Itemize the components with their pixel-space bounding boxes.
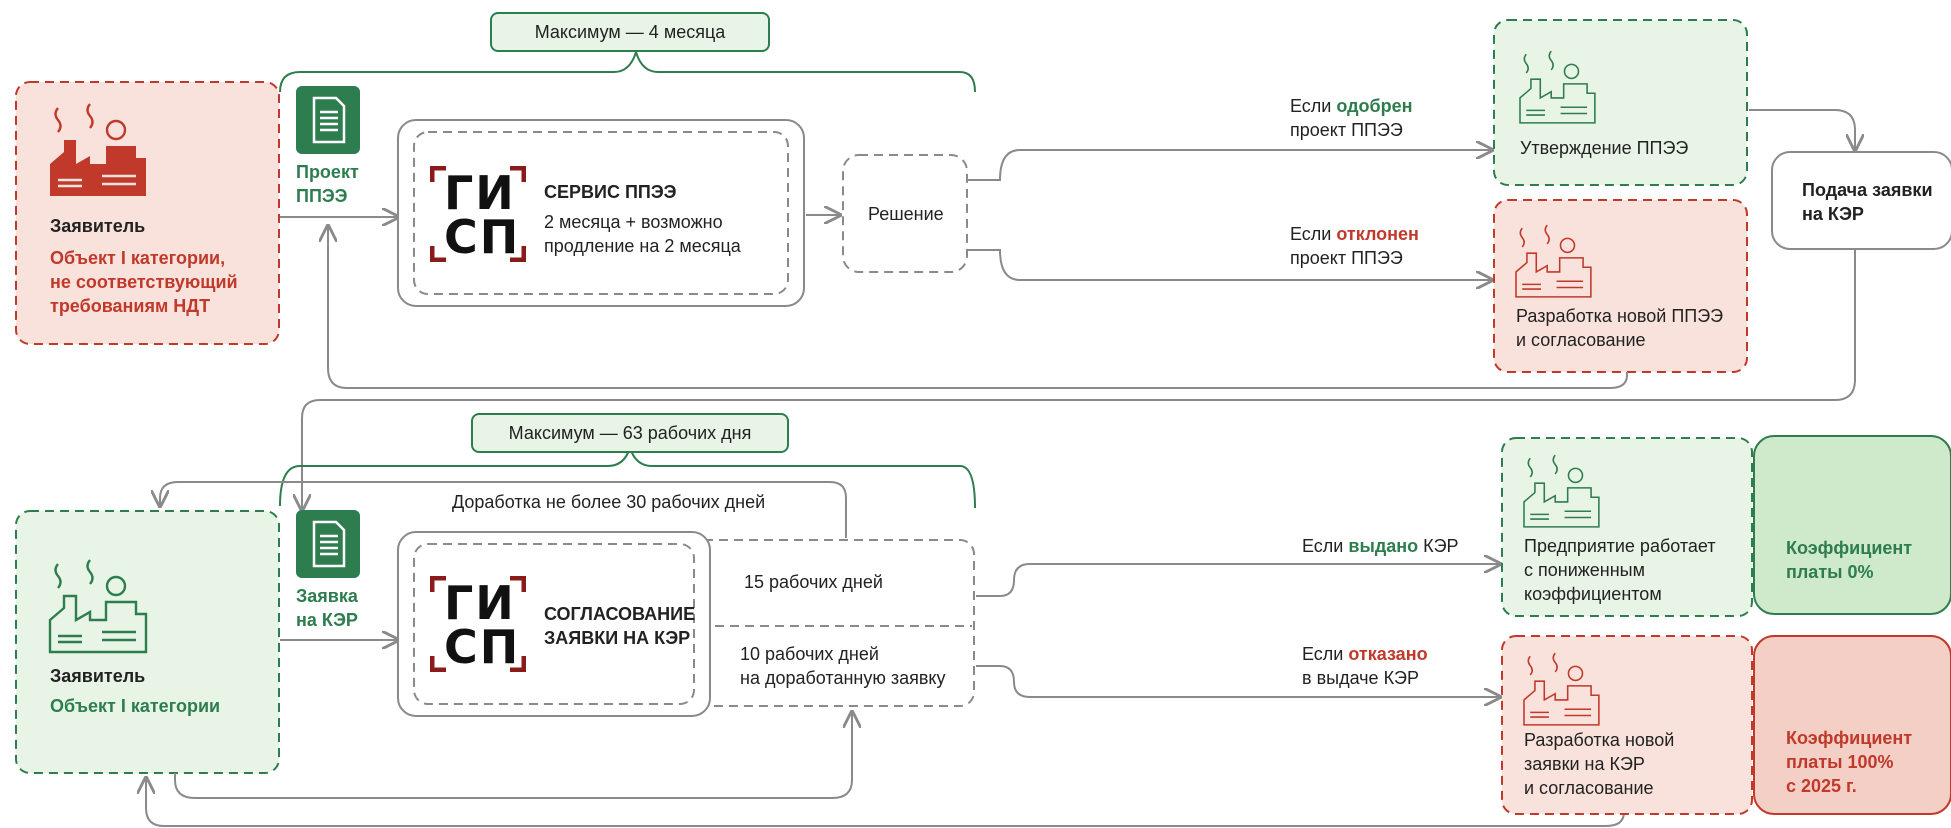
decision-box (842, 154, 968, 273)
approval-label: Утверждение ППЭЭ (1520, 138, 1689, 158)
rework-label-line-1: Разработка новой ППЭЭ (1516, 306, 1724, 326)
applicant-desc-bottom: Объект I категории (50, 696, 221, 716)
submit-label-line-1: Подача заявки (1802, 180, 1933, 200)
duration-bracket-top (279, 48, 976, 93)
applicant-desc-line-2: не соответствующий (50, 272, 238, 292)
doc-label-bottom-line-1: Заявка (296, 586, 358, 606)
factory-icon (1523, 454, 1600, 528)
rejected-caption-line-2: проект ППЭЭ (1290, 248, 1403, 268)
submit-box (1771, 151, 1951, 250)
issued-caption: Если выдано КЭР (1302, 536, 1459, 556)
full-coef-line-3: с 2025 г. (1786, 776, 1857, 796)
full-coef-line-2: платы 100% (1786, 752, 1894, 772)
document-icon (296, 86, 360, 154)
applicant-desc-line-3: требованиям НДТ (50, 296, 211, 316)
service-title-top: СЕРВИС ППЭЭ (544, 182, 677, 202)
service-desc-line-1: 2 месяца + возможно (544, 212, 723, 232)
rejected-caption-line-1: Если отклонен (1290, 224, 1419, 244)
duration-label-top: Максимум — 4 месяца (490, 12, 770, 52)
factory-icon (1519, 50, 1596, 124)
reduced-box (1501, 437, 1753, 617)
days-first: 15 рабочих дней (744, 572, 883, 592)
applicant-desc-line-1: Объект I категории, (50, 248, 226, 268)
submit-label-line-2: на КЭР (1802, 204, 1864, 224)
approved-keyword: одобрен (1336, 96, 1413, 116)
gisp-logo: ГИ СП (430, 576, 526, 672)
approved-caption-line-1: Если одобрен (1290, 96, 1413, 116)
approval-box (1493, 19, 1748, 186)
applicant-title-top: Заявитель (50, 216, 146, 236)
reduced-coef-line-2: платы 0% (1786, 562, 1874, 582)
applicant-box-bottom (15, 510, 280, 774)
refused-keyword: отказано (1348, 644, 1428, 664)
rejected-keyword: отклонен (1336, 224, 1419, 244)
new-app-line-1: Разработка новой (1524, 730, 1675, 750)
factory-icon (1515, 224, 1592, 298)
new-app-line-3: и согласование (1524, 778, 1654, 798)
reduced-line-1: Предприятие работает (1524, 536, 1716, 556)
service-title-bottom-line-1: СОГЛАСОВАНИЕ (544, 604, 696, 624)
days-second-line-1: 10 рабочих дней (740, 644, 879, 664)
service-box-top (397, 119, 805, 307)
reduced-line-3: коэффициентом (1524, 584, 1662, 604)
refused-caption-line-1: Если отказано (1302, 644, 1428, 664)
refused-caption-line-2: в выдаче КЭР (1302, 668, 1419, 688)
gisp-letters-top: ГИ (444, 576, 516, 630)
rework-box-top (1493, 199, 1748, 373)
days-second-line-2: на доработанную заявку (740, 668, 946, 688)
gisp-letters-bottom: СП (444, 210, 521, 264)
doc-label-bottom-line-2: на КЭР (296, 610, 358, 630)
service-title-bottom-line-2: ЗАЯВКИ НА КЭР (544, 628, 691, 648)
applicant-title-bottom: Заявитель (50, 666, 146, 686)
doc-label-line-1: Проект (296, 162, 359, 182)
approved-caption-line-2: проект ППЭЭ (1290, 120, 1403, 140)
document-icon (296, 510, 360, 578)
reduced-coef-line-1: Коэффициент (1786, 538, 1913, 558)
reduced-coef-box (1753, 435, 1951, 615)
new-app-line-2: заявки на КЭР (1524, 754, 1645, 774)
new-app-box (1501, 635, 1753, 815)
full-coef-box (1753, 635, 1951, 815)
rework-note: Доработка не более 30 рабочих дней (452, 492, 766, 512)
gisp-letters-top: ГИ (444, 166, 516, 220)
duration-label-bottom: Максимум — 63 рабочих дня (471, 413, 789, 453)
rework-label-line-2: и согласование (1516, 330, 1646, 350)
doc-label-line-2: ППЭЭ (296, 186, 348, 206)
issued-keyword: выдано (1348, 536, 1419, 556)
service-desc-line-2: продление на 2 месяца (544, 236, 741, 256)
full-coef-line-1: Коэффициент (1786, 728, 1913, 748)
factory-icon (48, 559, 148, 654)
gisp-letters-bottom: СП (444, 620, 521, 674)
reduced-line-2: с пониженным (1524, 560, 1645, 580)
decision-label: Решение (868, 204, 944, 224)
gisp-logo: ГИ СП (430, 166, 526, 262)
factory-icon (50, 103, 146, 196)
service-box-bottom (397, 531, 711, 717)
factory-icon (1523, 652, 1600, 726)
applicant-box-top (15, 81, 280, 345)
